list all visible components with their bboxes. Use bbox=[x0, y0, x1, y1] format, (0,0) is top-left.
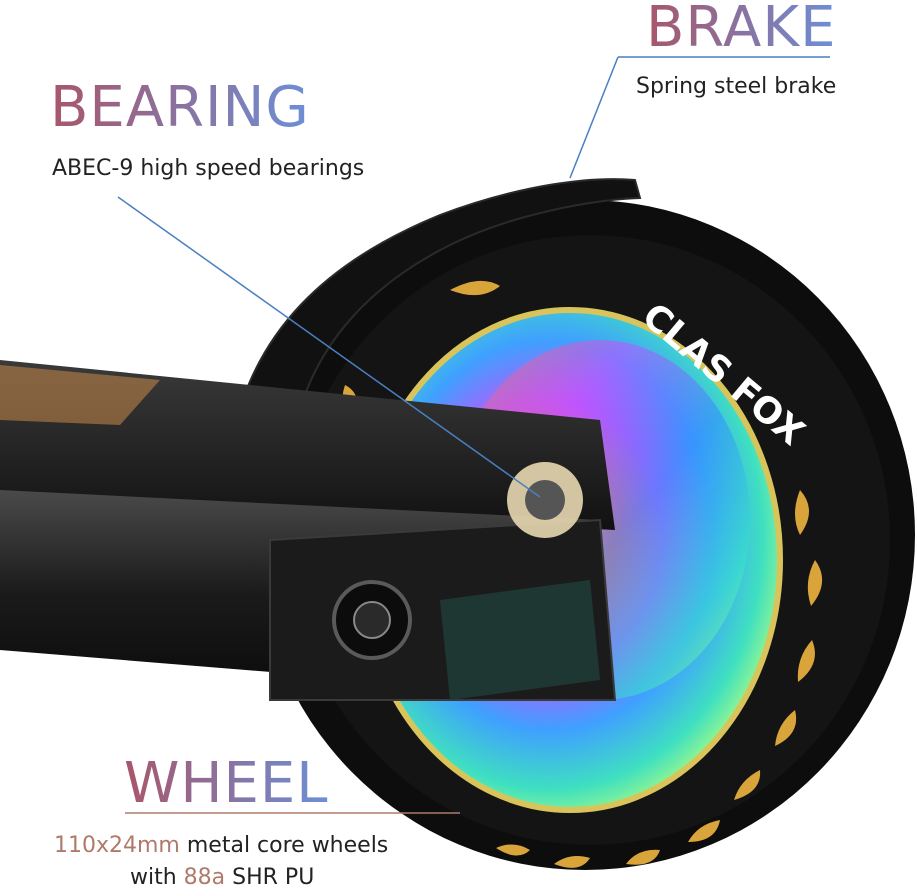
brake-heading: BRAKE bbox=[646, 0, 837, 60]
bearing-description: ABEC-9 high speed bearings bbox=[52, 156, 365, 181]
deck bbox=[0, 360, 615, 530]
brake-leader-line bbox=[569, 56, 619, 179]
wheel-description-line-2: with 88a SHR PU bbox=[130, 864, 314, 892]
bearing-leader-line bbox=[117, 196, 541, 498]
bearing-heading: BEARING bbox=[50, 75, 310, 140]
wheel-description-prefix: with bbox=[130, 865, 184, 890]
wheel-description-line-1: 110x24mm metal core wheels bbox=[54, 832, 388, 860]
brake-description: Spring steel brake bbox=[636, 74, 837, 99]
wheel-material-text: SHR PU bbox=[225, 865, 315, 890]
wheel-heading: WHEEL bbox=[124, 751, 329, 816]
wheel-hardness-spec: 88a bbox=[183, 865, 226, 890]
wheel-size-spec: 110x24mm bbox=[54, 833, 180, 858]
wheel-description-text: metal core wheels bbox=[179, 833, 389, 858]
